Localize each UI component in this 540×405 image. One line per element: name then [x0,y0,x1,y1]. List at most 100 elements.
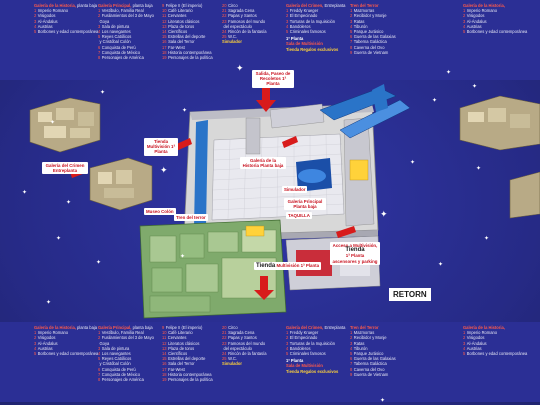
legend-simulador: Simulador [222,39,243,45]
star: ✦ [484,236,490,242]
legend-crimen-item-label: Bandoleros [289,345,311,351]
legend-principal-item-label: Personajes de América [101,377,144,383]
legend-historia-item-label: Visigodos [37,335,56,341]
legend-principal-3-item-number: 22 [222,13,227,19]
right-wing [459,95,540,219]
legend-principal-3-item-number: 25 [222,34,227,40]
legend-principal-2-item-label: Far-West [168,366,185,372]
label-acceso-planta: 1ª Planta [345,253,365,259]
legend-principal-2-item-label: Literatos clásicos [168,18,200,24]
legend-principal-item-number: 7 [98,371,101,377]
legend-crimen-item-number: 2 [286,335,289,341]
legend-terror-item-label: Tiburón [353,345,368,351]
star: ✦ [100,90,106,96]
legend-right-item-label: Visigodos [466,13,485,19]
legend-terror-item-number: 4 [350,345,353,351]
legend-principal-2-item-number: 17 [162,366,167,372]
legend-principal-item-number: 7 [98,49,101,55]
legend-principal-item-label: Conquista de Perú [101,366,136,372]
legend-right-item-number: 5 [463,351,466,357]
legend-principal-item-number: 3 [98,345,101,351]
legend-principal-3-item-label: del espectáculo [223,345,252,351]
legend-principal-3-item-number: 23 [222,18,227,24]
legend-terror-item-number: 9 [350,49,353,55]
legend-right-item-number: 1 [463,330,466,336]
legend-principal-2-item-label: Plaza de toros [168,345,195,351]
legend-terror-item-number: 6 [350,356,353,362]
star: ✦ [22,190,28,196]
legend-simulador-b: Simulador [222,361,243,367]
legend-crimen-item-label: El Empecinado [289,13,318,19]
legend-principal-2-item-number: 15 [162,34,167,40]
legend-historia-item-number: 4 [34,23,37,29]
legend-principal-2-item-label: Historia contemporánea [168,371,212,377]
legend-principal-item-label: Fusilamientos del 3 de Mayo [101,335,154,341]
legend-right-title: Galería de la Historia, [463,3,505,8]
star: ✦ [410,160,416,166]
legend-principal-3-item-number: 21 [222,8,227,14]
legend-historia-item-number: 4 [34,345,37,351]
legend-principal-item-number: 8 [98,377,101,383]
legend-principal-item-label: Sala de pintura [101,345,130,351]
legend-historia-title-b: Galería de la Historia, [34,325,76,330]
legend-principal-sub-b: planta baja [132,325,153,330]
legend-historia-item-number: 2 [34,13,37,19]
legend-principal-3-item-label: Papas y Santos [228,335,257,341]
legend-principal-item-label: Personajes de América [101,55,144,61]
label-acceso-tienda: Tienda [345,247,365,254]
legend-principal-item-label: Conquista de México [101,371,141,377]
label-salida: Salida, Paseo de Recoletos 1ª Planta [252,70,294,88]
legend-historia-item-label: Imperio Romano [37,8,69,14]
star: ✦ [180,254,186,260]
legend-right-item-number: 1 [463,8,466,14]
legend-right-item-label: Visigodos [466,335,485,341]
legend-principal-3-item-number: 24 [222,29,227,35]
legend-terror-title-b: Tren del Terror [350,325,379,330]
star: ✦ [96,260,102,266]
legend-principal-3-item-number: 24 [222,351,227,357]
legend-principal-2-item-number: 14 [162,29,167,35]
legend-principal-2-item-label: Personajes de la política [168,377,213,383]
legend-historia-item-label: Al-Ándalus [37,340,58,346]
legend-terror-item-number: 2 [350,13,353,19]
legend-right-item-number: 4 [463,23,466,29]
legend-principal-3-item-number: 20 [222,3,227,8]
legend-principal-item-number: 3 [98,23,101,29]
legend-right-item-label: Borbones y edad contemporánea [466,351,528,357]
legend-principal-2-item-label: Far-West [168,44,185,50]
legend-principal-2-item-number: 15 [162,356,167,362]
legend-terror-item-label: Caverna del Ovo [353,366,385,372]
legend-principal-2-item-label: Personajes de la política [168,55,213,61]
